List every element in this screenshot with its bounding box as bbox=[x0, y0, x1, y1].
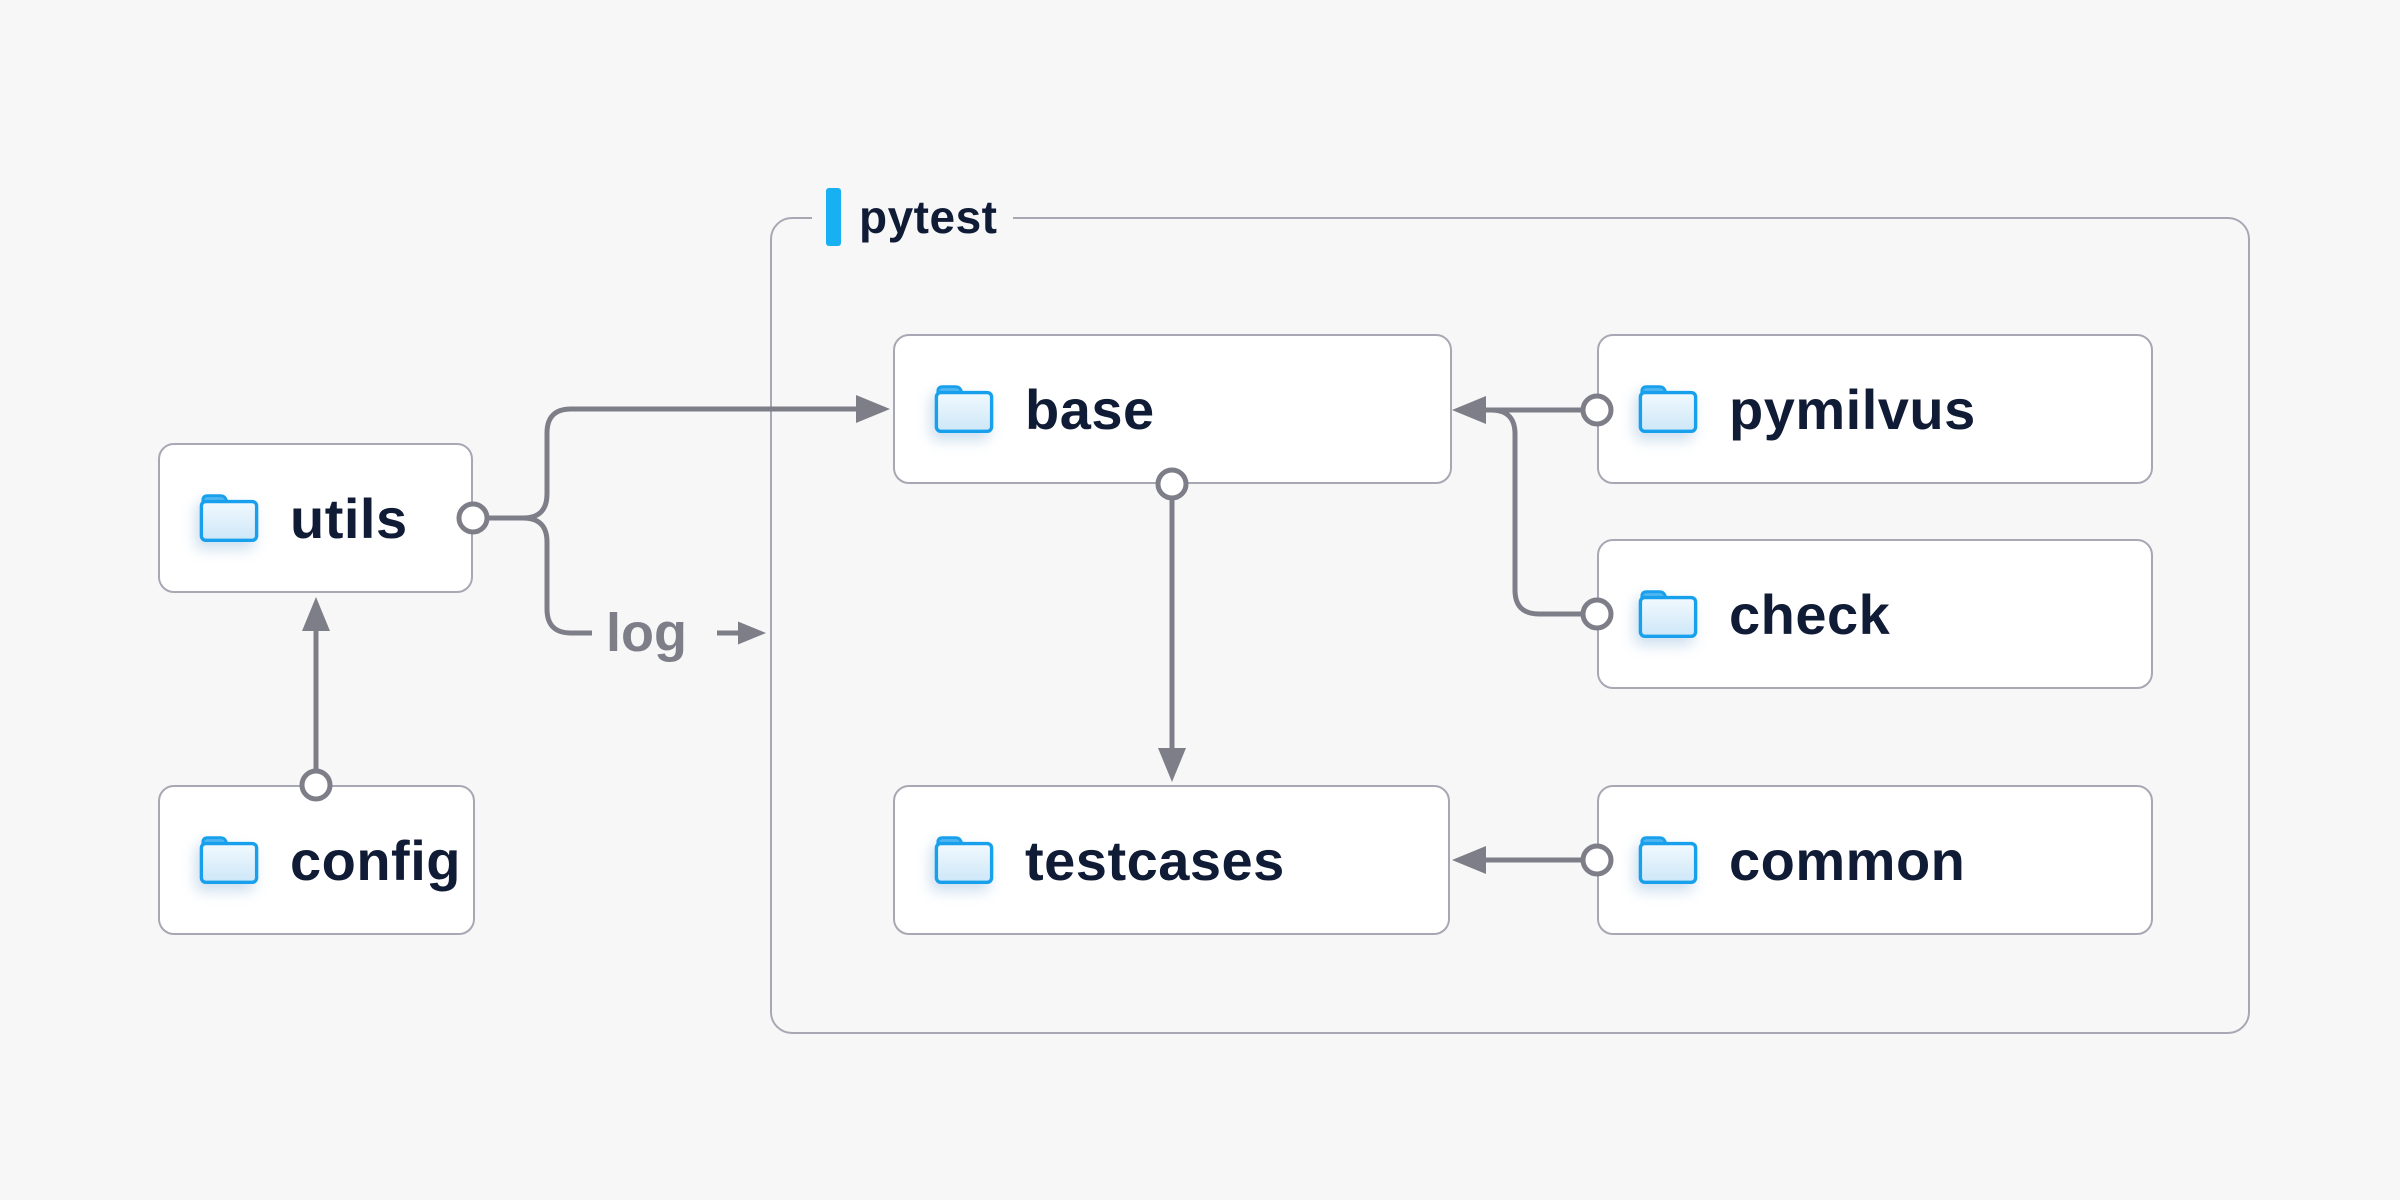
node-label: pymilvus bbox=[1729, 377, 1976, 441]
node-config[interactable]: config bbox=[158, 785, 475, 935]
node-label: check bbox=[1729, 582, 1891, 646]
arrowhead-config-to-utils bbox=[302, 597, 330, 631]
folder-icon bbox=[199, 494, 259, 542]
node-check[interactable]: check bbox=[1597, 539, 2153, 689]
folder-icon bbox=[1638, 385, 1698, 433]
pytest-group bbox=[770, 217, 2250, 1034]
arrowhead-log-to-group bbox=[738, 621, 766, 645]
edge-label-log: log bbox=[606, 603, 687, 663]
accent-bar bbox=[826, 188, 841, 246]
node-pymilvus[interactable]: pymilvus bbox=[1597, 334, 2153, 484]
folder-icon bbox=[1638, 590, 1698, 638]
edge-utils-to-log bbox=[505, 515, 592, 636]
folder-icon bbox=[934, 385, 994, 433]
node-label: config bbox=[290, 828, 461, 892]
group-title: pytest bbox=[859, 191, 998, 243]
folder-icon bbox=[934, 836, 994, 884]
pytest-group-label: pytest bbox=[812, 186, 1014, 248]
node-utils[interactable]: utils bbox=[158, 443, 473, 593]
node-label: testcases bbox=[1025, 828, 1285, 892]
node-common[interactable]: common bbox=[1597, 785, 2153, 935]
folder-icon bbox=[199, 836, 259, 884]
node-label: base bbox=[1025, 377, 1155, 441]
node-label: common bbox=[1729, 828, 1966, 892]
node-testcases[interactable]: testcases bbox=[893, 785, 1450, 935]
folder-icon bbox=[1638, 836, 1698, 884]
node-base[interactable]: base bbox=[893, 334, 1452, 484]
node-label: utils bbox=[290, 486, 408, 550]
